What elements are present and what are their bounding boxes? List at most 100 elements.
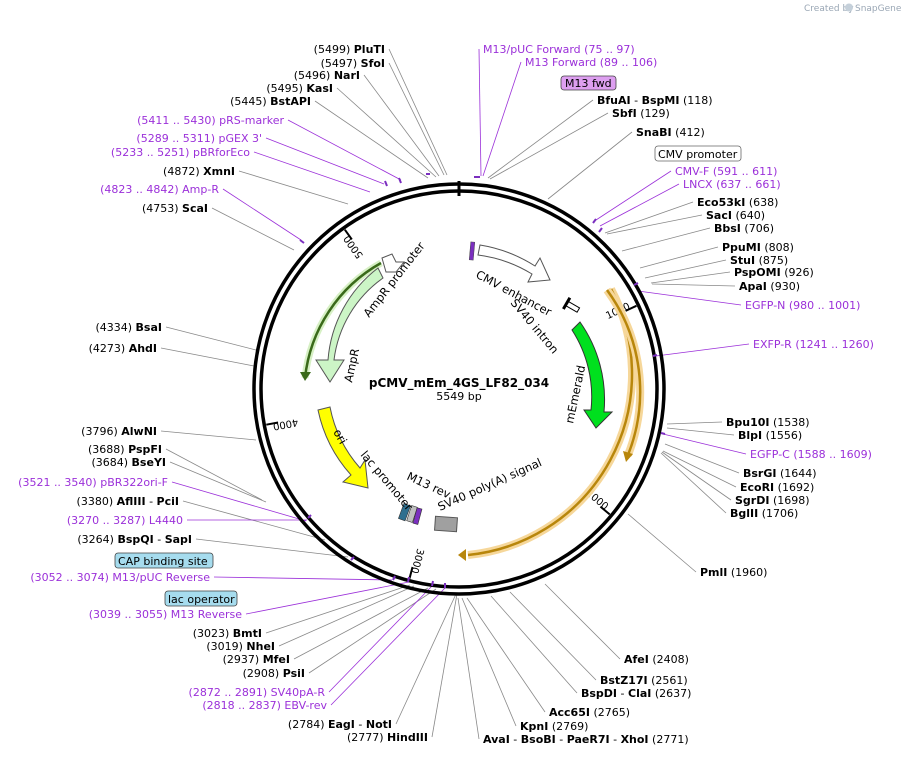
leader-left-10 [211, 207, 295, 251]
site-label: (4273) AhdI [89, 342, 157, 355]
leader-right-18 [662, 433, 747, 455]
site-label: ApaI (930) [739, 280, 800, 293]
site-label: (3380) AflIII - PciI [77, 495, 179, 508]
boxed-labels: M13 fwd CMV promoter CAP binding site la… [114, 75, 742, 607]
ampr-label: AmpR [341, 347, 362, 384]
leader-left-28 [395, 593, 457, 725]
plasmid-length: 5549 bp [436, 390, 481, 403]
ori-arrow [317, 406, 369, 489]
site-label: (2784) EagI - NotI [288, 718, 392, 731]
tick-mark [408, 566, 414, 579]
tick-label: 3000 [408, 547, 425, 574]
right-site-labels: M13/pUC Forward (75 .. 97)M13 Forward (8… [483, 43, 874, 746]
snapgene-credit: Created by SnapGene [804, 3, 902, 14]
leader-right-24 [544, 583, 621, 660]
leader-right-17 [666, 427, 735, 436]
primer-label: (5411 .. 5430) pRS-marker [137, 114, 284, 127]
leader-right-16 [666, 421, 723, 425]
site-label: (3264) BspQI - SapI [77, 533, 192, 546]
leader-left-25 [308, 588, 437, 674]
sv40-intron-marker [562, 296, 581, 313]
tick-mark [599, 505, 611, 516]
site-label: BglII (1706) [730, 507, 798, 520]
site-label: PspOMI (926) [734, 266, 814, 279]
site-label: StuI (875) [730, 254, 788, 267]
primer-label: (5289 .. 5311) pGEX 3' [136, 132, 262, 145]
leader-left-23 [278, 585, 415, 647]
leader-right-14 [637, 290, 742, 306]
orf-arc2-arrowhead [623, 451, 633, 462]
site-label: (5497) SfoI [321, 57, 385, 70]
ampr-gene-arrow [315, 267, 384, 383]
ampr-promoter-arrow [381, 253, 406, 273]
orf-arc-halo [467, 287, 637, 559]
leader-right-20 [662, 450, 737, 488]
site-label: EcoRI (1692) [740, 481, 814, 494]
site-label: SgrDI (1698) [735, 494, 810, 507]
plasmid-name: pCMV_mEm_4GS_LF82_034 [369, 376, 549, 391]
plasmid-title: pCMV_mEm_4GS_LF82_034 5549 bp [369, 376, 549, 403]
leader-right-21 [661, 451, 732, 501]
site-label: (3019) NheI [206, 640, 275, 653]
site-label: (5496) NarI [294, 69, 360, 82]
leader-left-4 [314, 100, 429, 179]
primer-label: (3270 .. 3287) L4440 [67, 514, 183, 527]
lac-promoter-marker [398, 503, 423, 525]
leader-left-1 [388, 62, 445, 176]
site-label: (2777) HindIII [347, 731, 428, 744]
primer-label: (4823 .. 4842) Amp-R [100, 183, 219, 196]
credit-text: Created by [804, 4, 854, 14]
leader-left-13 [160, 430, 257, 441]
leader-left-26 [328, 585, 433, 693]
ampr-arc-arrowhead [300, 372, 311, 381]
leader-left-27 [330, 587, 446, 706]
tick-label: 4000 [272, 416, 299, 431]
leader-right-19 [664, 443, 740, 474]
cap-binding-site-box: CAP binding site [114, 552, 214, 569]
site-label: (3684) BseYI [91, 456, 166, 469]
leader-right-4 [547, 131, 633, 200]
leader-left-7 [253, 151, 371, 193]
site-label: (5445) BstAPI [230, 95, 311, 108]
site-label: SbfI (129) [612, 107, 670, 120]
leader-right-0 [478, 48, 482, 177]
leader-right-10 [639, 246, 719, 269]
left-site-labels: (5499) PluTI(5497) SfoI(5496) NarI(5495)… [18, 43, 428, 744]
primer-label: M13 Forward (89 .. 106) [525, 56, 657, 69]
primer-label: (3039 .. 3055) M13 Reverse [89, 608, 242, 621]
tick-label: 5000 [342, 233, 366, 260]
leader-right-22 [660, 452, 727, 514]
plasmid-backbone [252, 181, 666, 596]
leader-left-2 [363, 74, 440, 177]
sv40-polya-label: SV40 poly(A) signal [436, 455, 544, 513]
memerald-label: mEmerald [562, 364, 588, 425]
m13-fwd-site [468, 241, 476, 261]
primer-label: LNCX (637 .. 661) [683, 178, 781, 191]
primer-label: CMV-F (591 .. 611) [675, 165, 777, 178]
orf-arc-arrowhead [458, 549, 466, 561]
primer-label: (2872 .. 2891) SV40pA-R [189, 686, 326, 699]
m13-fwd-box: M13 fwd [560, 75, 617, 91]
site-label: KpnI (2769) [520, 720, 588, 733]
site-label: BstZ17I (2561) [600, 674, 688, 687]
leader-left-0 [388, 48, 448, 176]
primer-label: EXFP-R (1241 .. 1260) [753, 338, 874, 351]
leader-right-3 [489, 112, 609, 180]
primer-label: EGFP-N (980 .. 1001) [745, 299, 860, 312]
leader-right-15 [655, 343, 750, 357]
orf-arc2 [605, 289, 642, 456]
tick-mark [344, 229, 353, 241]
leader-left-20 [213, 576, 393, 581]
leader-left-21 [245, 581, 410, 615]
memerald-arrow [571, 321, 614, 429]
site-label: (4872) XmnI [163, 165, 235, 178]
credit-brand: SnapGene [855, 4, 902, 14]
site-label: (3796) AlwNI [81, 425, 157, 438]
site-label: (2937) MfeI [223, 653, 290, 666]
leader-right-2 [487, 99, 594, 179]
site-label: BsrGI (1644) [743, 467, 817, 480]
leader-left-6 [265, 137, 385, 185]
site-label: BfuAI - BspMI (118) [597, 94, 713, 107]
site-label: SacI (640) [706, 209, 765, 222]
